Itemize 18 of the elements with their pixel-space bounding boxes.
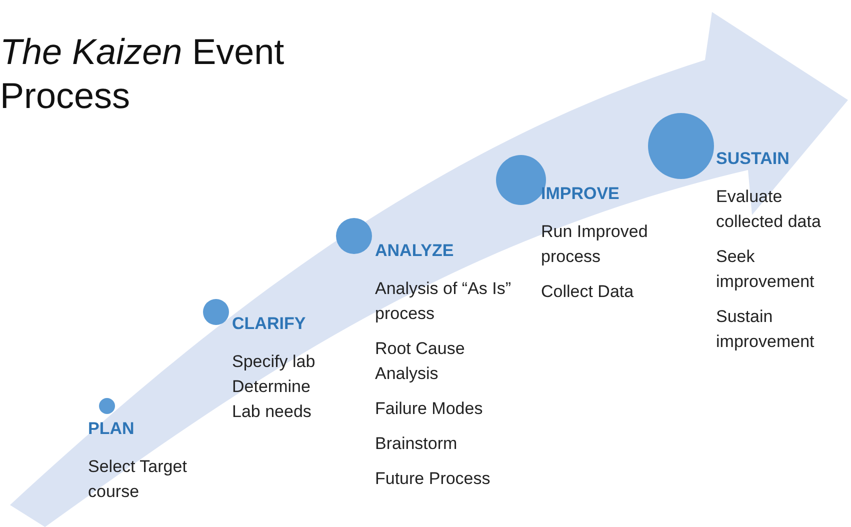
stage-heading: SUSTAIN: [716, 148, 790, 170]
stage-task: Sustain improvement: [716, 306, 816, 353]
title: The Kaizen Event Process: [0, 30, 286, 118]
stage-task: Collect Data: [541, 281, 635, 303]
stage-heading: PLAN: [88, 418, 134, 440]
stage-task: Evaluate collected data: [716, 186, 822, 233]
stage-task: Failure Modes: [375, 398, 484, 420]
stage-task: Select Target course: [88, 456, 188, 503]
stage-heading: IMPROVE: [541, 183, 620, 205]
stage-task: Analysis of “As Is” process: [375, 278, 512, 325]
stage-task: Future Process: [375, 468, 492, 490]
stage-task: Root Cause Analysis: [375, 338, 466, 385]
stage-heading: CLARIFY: [232, 313, 306, 335]
stage-task: Specify lab Determine Lab needs: [232, 351, 316, 423]
stage-task: Brainstorm: [375, 433, 458, 455]
stage-task: Seek improvement: [716, 246, 816, 293]
stage-task: Run Improved process: [541, 221, 649, 268]
stage-heading: ANALYZE: [375, 240, 454, 262]
